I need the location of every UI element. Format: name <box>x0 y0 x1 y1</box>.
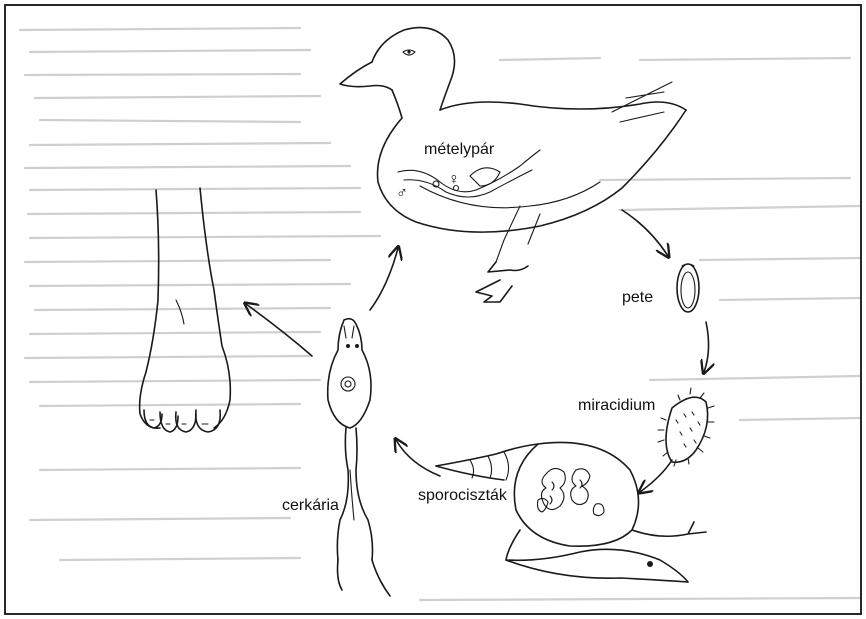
miracidium-label: miracidium <box>578 397 655 414</box>
arrow-cercaria-to-duck <box>370 248 398 310</box>
svg-text:♀: ♀ <box>448 171 460 188</box>
egg-icon <box>677 264 699 312</box>
adult-pair-label: mételypár <box>424 141 495 158</box>
arrow-duck-to-egg <box>622 210 668 256</box>
paper-texture <box>20 28 860 600</box>
snail-icon <box>436 442 706 582</box>
egg-label: pete <box>622 289 653 306</box>
arrow-snail-to-cercaria <box>396 440 440 476</box>
cercaria-label: cerkária <box>282 497 339 514</box>
sporocysts-label: sporociszták <box>418 487 508 504</box>
arrow-egg-to-miracidium <box>704 322 709 372</box>
miracidium-icon <box>658 388 714 466</box>
sporocyst-icons <box>538 468 605 515</box>
arrow-cercaria-to-foot <box>246 304 312 356</box>
duck-icon: ♂ ♀ mételypár <box>340 28 686 302</box>
cercaria-icon <box>328 319 390 596</box>
svg-text:♂: ♂ <box>396 185 408 202</box>
cycle-arrows <box>246 210 709 492</box>
arrow-miracidium-to-snail <box>640 460 672 492</box>
